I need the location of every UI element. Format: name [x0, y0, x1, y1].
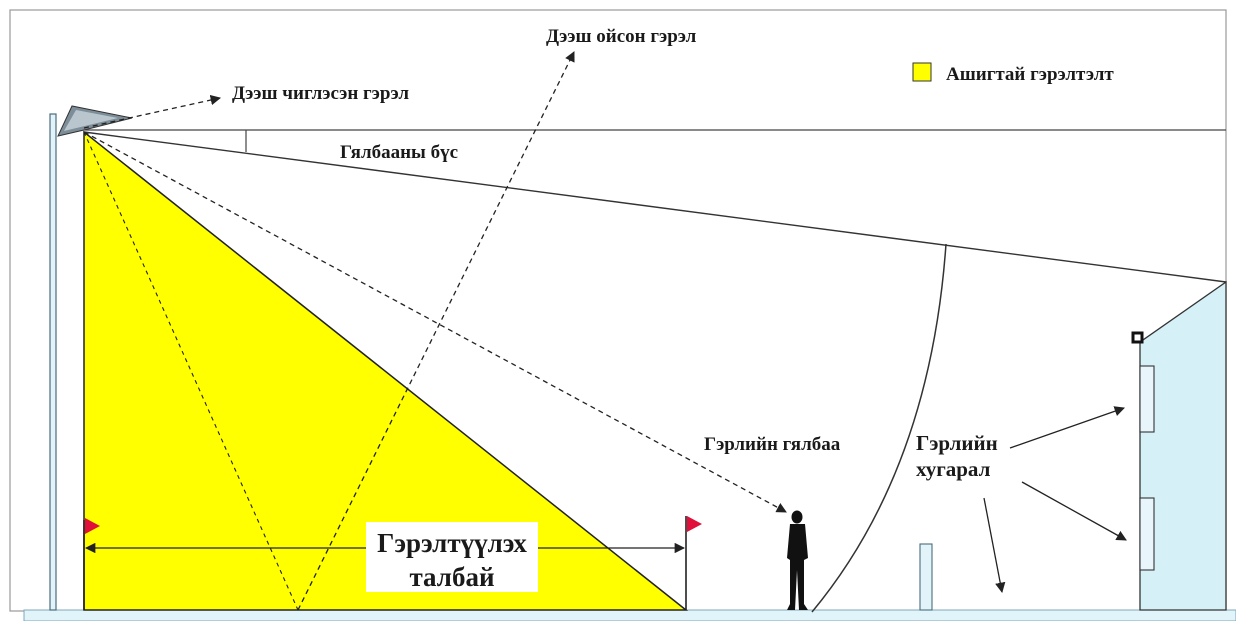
- glare-zone-label: Гялбааны бүс: [340, 142, 458, 163]
- small-post: [919, 543, 933, 611]
- area-label-background: [366, 522, 538, 592]
- building-window-upper: [1139, 365, 1155, 433]
- glare-zone-boundary: [83, 131, 1227, 283]
- flag-right: [687, 516, 702, 532]
- person-icon: [787, 510, 808, 610]
- legend-useful-light-label: Ашигтай гэрэлтэлт: [946, 64, 1114, 85]
- glare-light-label: Гэрлийн гялбаа: [704, 434, 841, 455]
- reflected-up-label: Дээш ойсон гэрэл: [546, 26, 697, 47]
- spill-arrow-upper: [1009, 406, 1125, 449]
- legend-swatch-useful-light: [912, 62, 932, 82]
- glare-ray: [83, 131, 787, 513]
- area-label-line2: талбай: [409, 562, 494, 592]
- spill-arrow-lower: [1021, 481, 1127, 541]
- light-spill-label-line1: Гэрлийн: [916, 431, 998, 455]
- ground: [23, 609, 1236, 621]
- area-label-line1: Гэрэлтүүлэх: [377, 528, 527, 558]
- light-spill-label-line2: хугарал: [916, 457, 991, 481]
- luminaire-highlight: [64, 110, 118, 131]
- reflected-up-ray: [297, 51, 575, 611]
- spill-arrow-ground: [983, 497, 1006, 594]
- light-pole: [49, 113, 57, 611]
- building-cap: [1131, 331, 1144, 344]
- useful-light-area: [83, 130, 689, 611]
- flag-left: [85, 518, 100, 534]
- building-window-lower: [1139, 497, 1155, 571]
- glare-arc: [811, 243, 947, 613]
- directed-up-label: Дээш чиглэсэн гэрэл: [232, 83, 409, 104]
